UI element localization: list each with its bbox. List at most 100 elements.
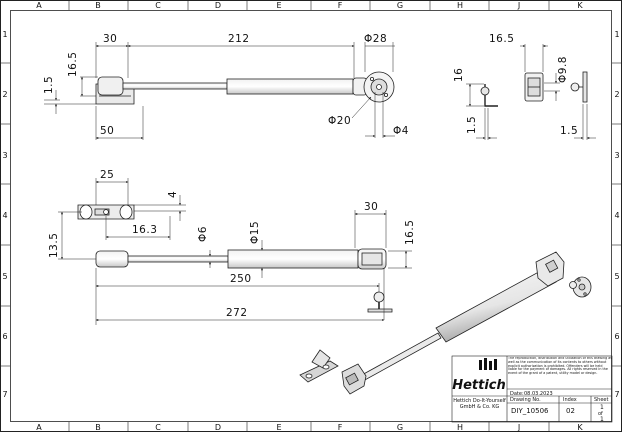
dim-25: 25 [100, 169, 114, 181]
grid-row-labels-left: 1 2 3 4 5 6 7 [2, 30, 7, 399]
grid-row-label: 3 [614, 151, 619, 160]
dim-272: 272 [226, 307, 248, 319]
dim-diameter-20: Φ20 [328, 115, 351, 127]
mid-cylinder-body [227, 249, 359, 269]
side-view-end-disk [570, 71, 588, 103]
date-label: Date: [510, 391, 524, 397]
dim-1-5-side-right: 1.5 [560, 125, 578, 137]
side-view-bracket-left [480, 84, 498, 107]
dim-16-5: 16.5 [67, 52, 79, 77]
sheet-label: Sheet [594, 397, 608, 403]
grid-col-label: K [577, 423, 583, 432]
grid-row-label: 4 [614, 211, 619, 220]
grid-col-label: A [36, 423, 42, 432]
grid-col-label: D [215, 1, 221, 10]
mid-ball-fitting [373, 291, 385, 303]
grid-row-label: 4 [2, 211, 7, 220]
grid-column-labels-bottom: A B C D E F G H J K [36, 423, 583, 432]
dim-diameter-9-8: Φ9.8 [557, 56, 569, 83]
grid-row-label: 6 [614, 332, 619, 341]
index-value: 02 [566, 407, 575, 415]
dim-13-5: 13.5 [48, 233, 60, 258]
sheet-total: 1 [600, 416, 604, 423]
grid-col-label: C [155, 423, 161, 432]
company-name: Hettich Do-It-Yourself GmbH & Co. KG [453, 398, 506, 410]
grid-row-label: 2 [2, 90, 7, 99]
grid-col-label: C [155, 1, 161, 10]
grid-col-label: F [338, 1, 343, 10]
dim-diameter-15: Φ15 [249, 221, 261, 244]
date-value: 08.03.2023 [524, 391, 553, 397]
dim-30-mid: 30 [364, 201, 378, 213]
middle-view-labels: 25 4 13.5 16.3 Φ6 Φ15 30 16.5 250 272 [48, 169, 416, 319]
dim-diameter-6: Φ6 [197, 226, 209, 242]
dim-250: 250 [230, 273, 252, 285]
hettich-logo: Hettich [452, 358, 506, 393]
grid-row-label: 6 [2, 332, 7, 341]
grid-col-label: A [36, 1, 42, 10]
top-piston-rod [122, 82, 228, 90]
grid-col-label: D [215, 423, 221, 432]
top-view-labels: 30 212 Φ28 16.5 1.5 50 Φ20 Φ4 [43, 33, 409, 137]
index-label: Index [563, 397, 577, 403]
top-cylinder-body [226, 78, 354, 95]
grid-row-label: 7 [2, 390, 7, 399]
grid-col-label: H [457, 423, 463, 432]
side-view-dimension-lines [466, 44, 596, 140]
bracket-detail-view [77, 204, 135, 220]
grid-col-label: B [95, 1, 101, 10]
dim-4: 4 [167, 191, 179, 198]
grid-column-labels-top: A B C D E F G H J K [36, 1, 583, 10]
dim-16-side: 16 [453, 68, 465, 82]
dim-16-3: 16.3 [132, 224, 157, 236]
side-view-end-fitting [524, 72, 544, 102]
sheet-of: of [598, 411, 603, 417]
grid-row-label: 2 [614, 90, 619, 99]
brand-name: Hettich [452, 378, 506, 393]
legal-disclaimer: The reproduction, distribution and utili… [508, 357, 612, 376]
dim-50: 50 [100, 125, 114, 137]
grid-row-label: 5 [2, 272, 7, 281]
grid-col-label: G [397, 1, 403, 10]
top-end-fitting [97, 76, 124, 96]
drawing-no-label: Drawing No. [510, 397, 541, 403]
top-view-gas-spring [95, 71, 395, 105]
drawing-no-value: DIY_10506 [511, 407, 549, 415]
grid-row-label: 3 [2, 151, 7, 160]
grid-col-label: F [338, 423, 343, 432]
mid-rod-end [95, 250, 129, 268]
grid-col-label: K [577, 1, 583, 10]
grid-row-labels-right: 1 2 3 4 5 6 7 [614, 30, 619, 399]
dim-212: 212 [228, 33, 250, 45]
side-view-labels: 16.5 16 Φ9.8 1.5 1.5 [453, 33, 578, 137]
grid-col-label: J [517, 1, 520, 10]
grid-row-label: 1 [2, 30, 7, 39]
iso-piston-rod [359, 332, 442, 382]
grid-row-label: 5 [614, 272, 619, 281]
grid-col-label: B [95, 423, 101, 432]
dim-1-5-side-left: 1.5 [466, 116, 478, 134]
mid-piston-rod [127, 255, 229, 263]
dim-16-5-mid: 16.5 [404, 220, 416, 245]
grid-col-label: H [457, 1, 463, 10]
dim-diameter-4: Φ4 [393, 125, 409, 137]
grid-row-label: 1 [614, 30, 619, 39]
isometric-gas-spring [299, 251, 592, 395]
middle-view-dimension-lines [58, 178, 412, 325]
iso-cylinder-body [435, 267, 557, 343]
grid-row-label: 7 [614, 390, 619, 399]
grid-col-label: E [276, 1, 281, 10]
sheet-number: 1 [600, 404, 604, 411]
grid-col-label: E [276, 423, 281, 432]
top-view-dimension-lines [44, 42, 395, 140]
middle-view-gas-spring [95, 248, 393, 313]
grid-col-label: G [397, 423, 403, 432]
dim-30: 30 [103, 33, 117, 45]
dim-diameter-28: Φ28 [364, 33, 387, 45]
title-block [451, 355, 613, 423]
dim-16-5-side: 16.5 [489, 33, 514, 45]
dim-1-5: 1.5 [43, 76, 55, 94]
grid-col-label: J [517, 423, 520, 432]
